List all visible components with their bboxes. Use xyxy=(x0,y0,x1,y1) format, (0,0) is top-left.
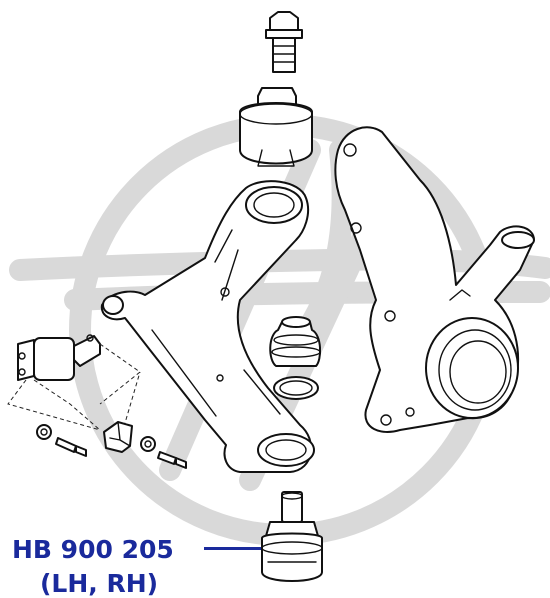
bolt-icon xyxy=(265,11,303,73)
assembly-lines xyxy=(7,343,141,441)
leader-line xyxy=(204,547,261,550)
lower-control-arm-icon xyxy=(100,180,315,473)
bracket-icon xyxy=(103,421,133,453)
front-bushing-icon xyxy=(17,334,101,381)
steering-knuckle-icon xyxy=(334,126,535,433)
rear-bushing-icon xyxy=(239,87,313,167)
part-number-label: HB 900 205 xyxy=(12,535,174,564)
side-label: (LH, RH) xyxy=(40,569,159,598)
ball-joint-boot-icon xyxy=(269,316,322,367)
small-bolt-icon xyxy=(55,437,187,469)
washer-icon xyxy=(36,424,156,452)
snap-ring-icon xyxy=(273,376,319,400)
ball-joint-icon xyxy=(261,491,323,582)
